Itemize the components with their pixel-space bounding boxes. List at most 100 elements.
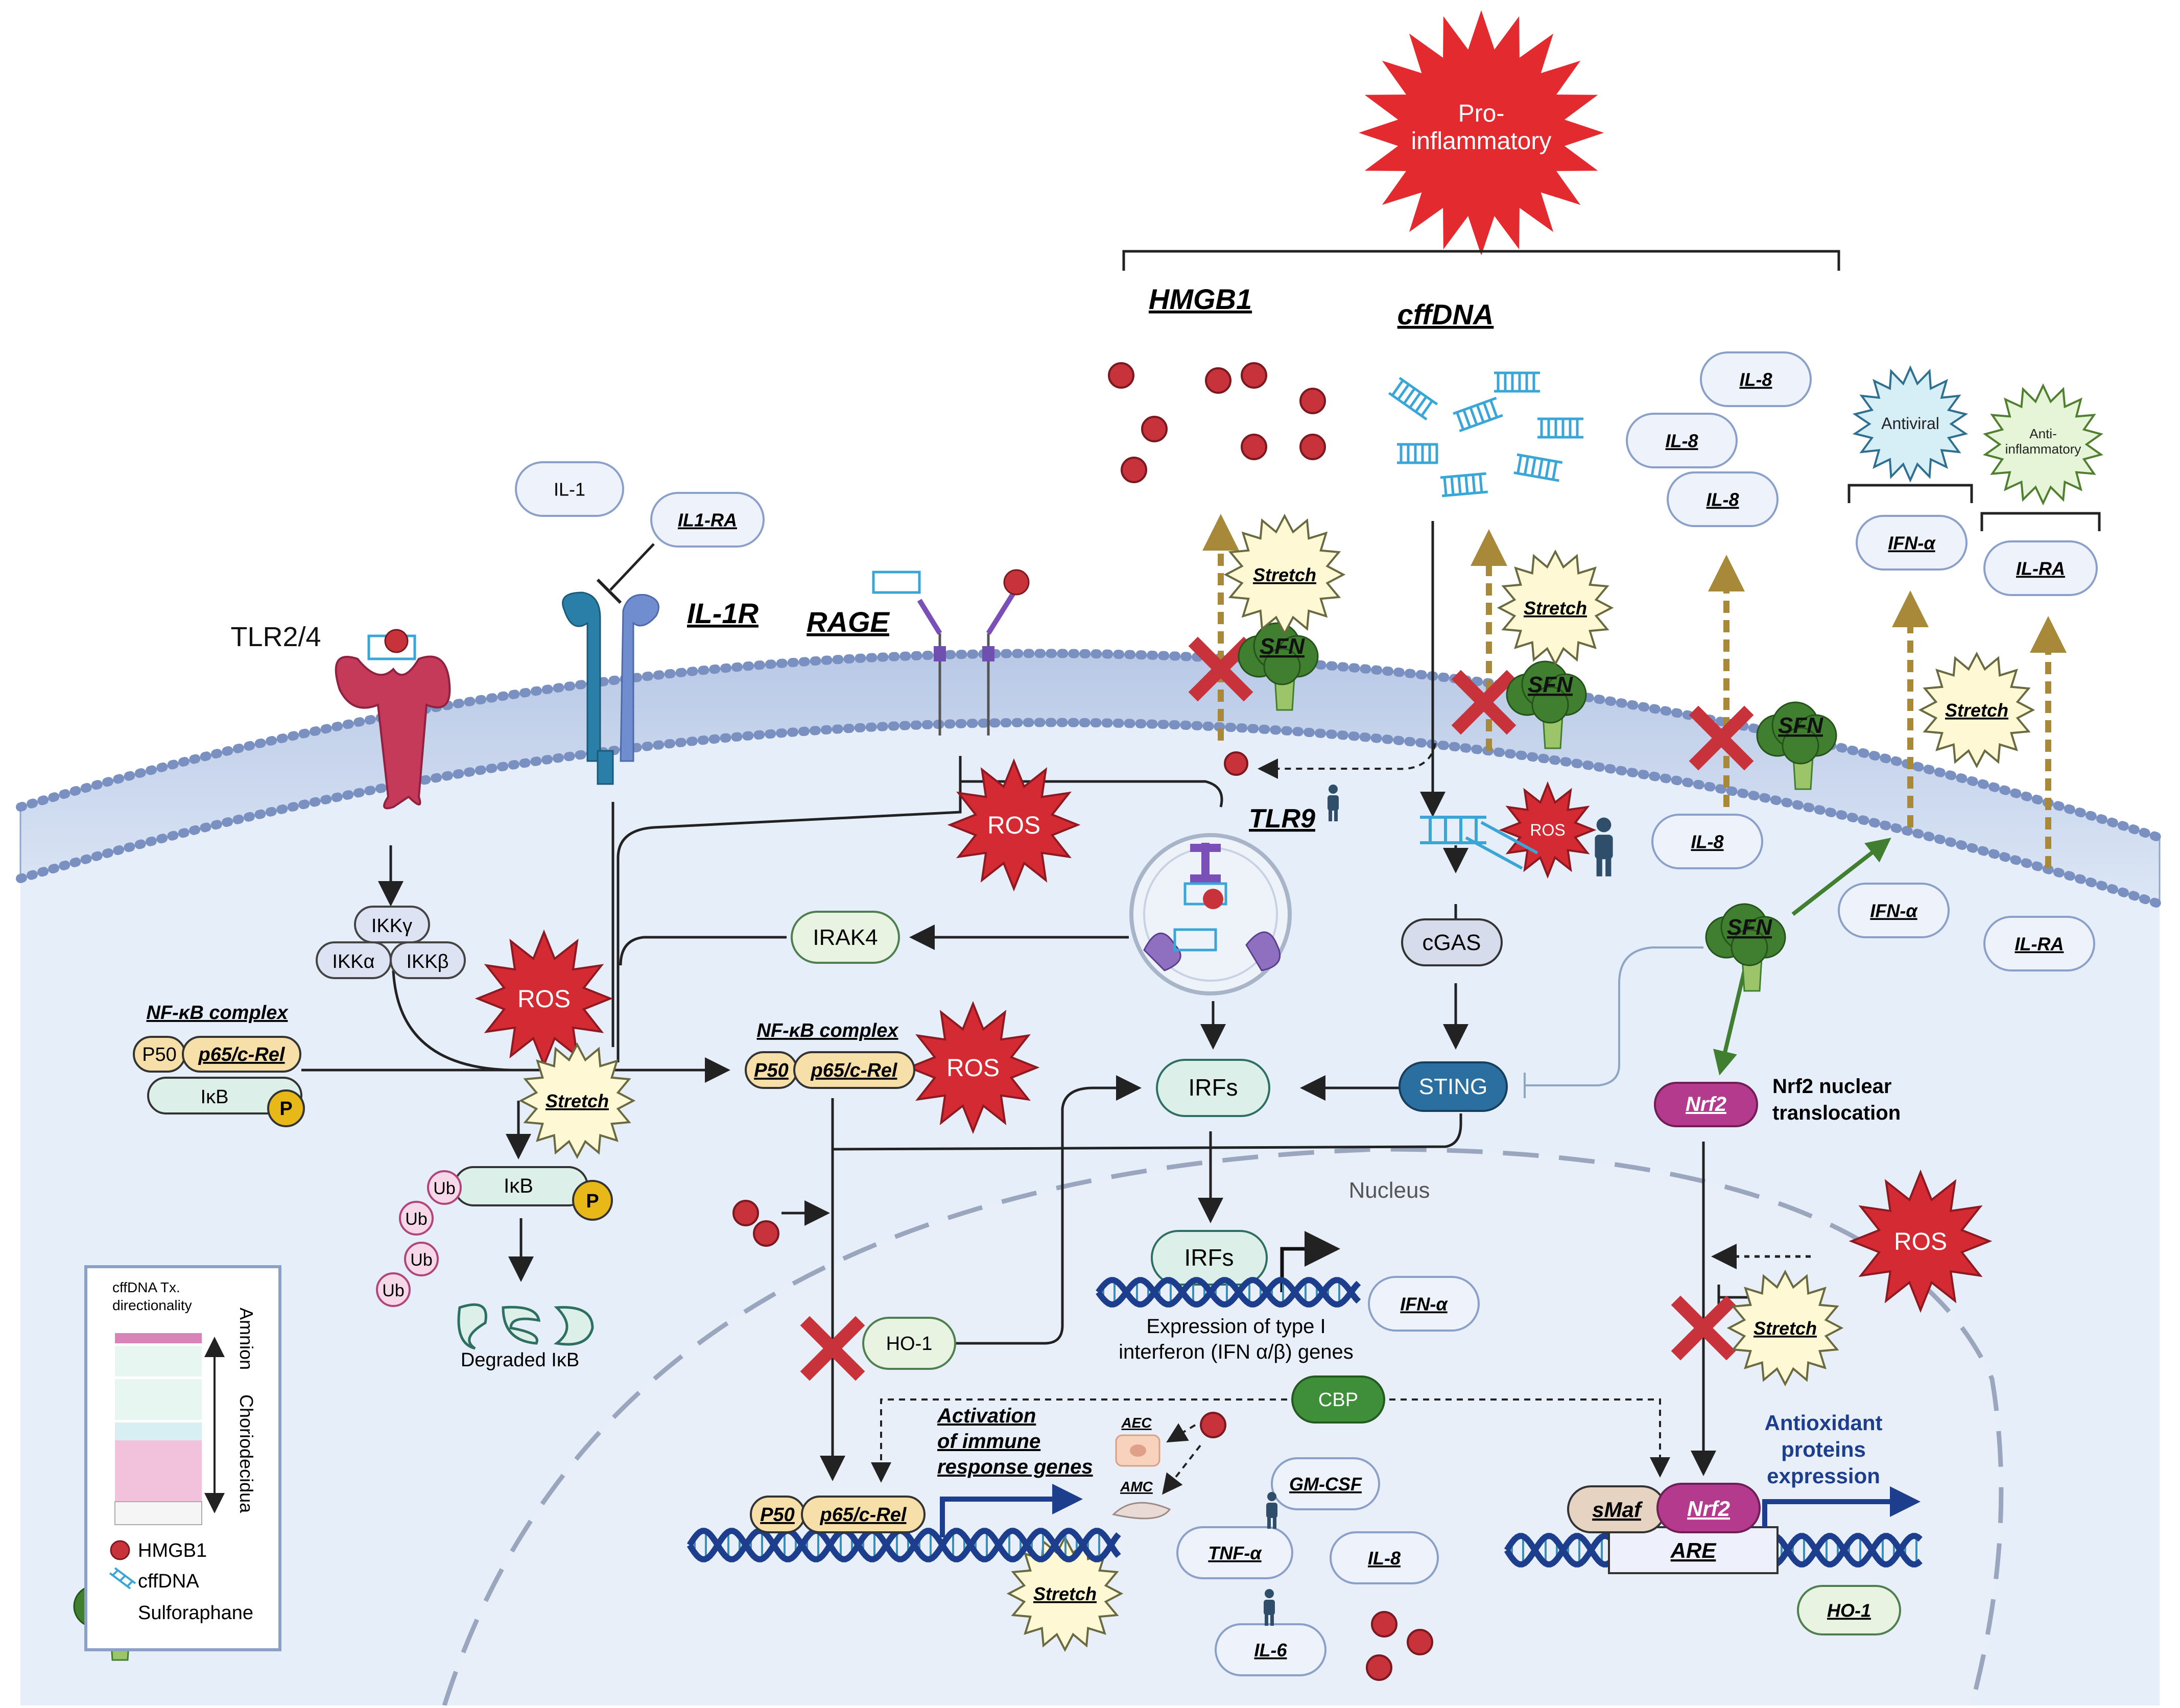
p50-label-left: P50 [142,1044,177,1065]
nfkb-complex-mid [745,1051,915,1089]
cffdna-ladder [1453,396,1503,433]
ifn-a-pill-2: IFN-α [1838,883,1950,938]
hmgb1-dot [1241,362,1267,389]
legend-title-line-1: cffDNA Tx. [112,1279,180,1295]
cbp-label: CBP [1318,1389,1358,1411]
irak4-node [791,911,900,964]
il8-pill-nucleus: IL-8 [1330,1531,1439,1584]
ub-label-4: Ub [382,1281,404,1300]
stretch-burst-1-label: Stretch [1253,564,1316,585]
irfs-cytoplasm-label: IRFs [1188,1074,1238,1101]
sfn-to-membrane-arrow [1791,838,1891,916]
stretch-burst-nucleus-label: Stretch [1754,1318,1817,1339]
hmgb1-particles [1108,362,1326,483]
antioxidant-line-3: expression [1767,1464,1880,1488]
transcription-start-arrow-antioxidant [1762,1486,1921,1527]
irak4-label: IRAK4 [813,925,878,950]
stretch-burst-2: Stretch [1497,549,1614,667]
nrf2-cytoplasm-node [1654,1082,1758,1127]
type1-ifn-line-2: interferon (IFN α/β) genes [1119,1341,1354,1363]
sfn-broccoli-4: SFN [1705,903,1786,992]
hmgb1-dot [1141,416,1168,442]
ikkb-label: IKKβ [406,951,448,972]
activation-line-3: response genes [937,1456,1093,1478]
cffdna-fragments [1388,371,1583,497]
gm-csf-pill: GM-CSF [1271,1457,1380,1510]
transcription-start-arrow-immune [940,1484,1083,1537]
smaf-label: sMaf [1592,1498,1643,1522]
ho1-node [862,1317,956,1370]
type1-ifn-line-1: Expression of type I [1146,1315,1325,1338]
ub-label-3: Ub [410,1250,432,1270]
sfn-broccoli-3: SFN [1756,701,1837,790]
legend-choriodecidua: Choriodecidua [236,1394,257,1513]
cgas-label: cGAS [1423,930,1481,955]
activation-line-2: of immune [937,1430,1040,1453]
antiviral-burst [1852,365,1969,483]
il6-pill-label: IL-6 [1254,1640,1287,1660]
cffdna-ladder [1494,371,1540,393]
anti-inflammatory-label-2: inflammatory [2005,441,2081,457]
ho1-pill-nucleus-label: HO-1 [1827,1600,1871,1621]
antioxidant-line-1: Antioxidant [1765,1411,1883,1435]
person-icon-cgas [1595,817,1613,876]
dashed-connectors [871,743,1670,1495]
nfkb-complex-label-mid: NF-κB complex [757,1020,899,1041]
phospho-label-ub: P [586,1191,599,1212]
cffdna-ladder [1440,472,1488,497]
il1-pill-label: IL-1 [554,479,585,500]
nucleus-label: Nucleus [1349,1178,1430,1203]
nrf2-translocation-line-1: Nrf2 nuclear [1772,1075,1891,1098]
irfs-nucleus-node [1151,1230,1268,1286]
ifn-a-pill-2-label: IFN-α [1870,900,1918,921]
il1ra-pill-label: IL1-RA [678,510,737,531]
cffdna-ladder [1513,453,1563,482]
ikka-label: IKKα [332,951,374,972]
secretion-arrows [1202,514,2067,868]
red-x-mark [1671,1295,1736,1361]
ros-burst-nfkb-label: ROS [946,1055,1000,1082]
sfn-broccoli-2: SFN [1506,660,1587,749]
il-ra-pill-1-label: IL-RA [2016,558,2065,579]
il1ra-inhibit-line [609,543,655,591]
degraded-ikb-label: Degraded IκB [461,1349,579,1371]
membrane-inner-heads [16,718,2164,909]
legend-sulforaphane: Sulforaphane [138,1602,253,1624]
legend-amnion: Amnion [236,1308,257,1370]
il8-pill-1: IL-8 [1700,351,1812,407]
stretch-bursts: StretchStretchStretchStretchStretchStret… [518,513,2035,1652]
sfn-broccoli-4-label: SFN [1727,915,1772,940]
sfn-broccoli-3-label: SFN [1778,713,1823,738]
hmgb1-dot [1299,388,1326,414]
ho1-pill-nucleus: HO-1 [1797,1585,1901,1635]
cffdna-ladder [1537,417,1583,439]
sfn-broccoli-1-label: SFN [1260,634,1305,659]
cffdna-title: cffDNA [1397,298,1494,330]
tnf-a-pill-label: TNF-α [1208,1543,1262,1563]
irfs-nucleus-label: IRFs [1184,1244,1234,1271]
tlr9-endosome [1129,833,1292,995]
il8-pill-2-label: IL-8 [1665,431,1698,452]
hmgb1-intracellular [732,751,1433,1681]
ros-burst-cgas-label: ROS [1530,821,1565,839]
sfn-to-nrf2-arrow [1713,960,1749,1076]
stretch-burst-nucleus: Stretch [1726,1269,1844,1387]
hmgb1-dot [1108,362,1134,389]
dna-helix-ifn [1096,1277,1361,1308]
ros-burst-rage-label: ROS [987,812,1040,839]
ifn-a-pill-1-label: IFN-α [1888,533,1936,554]
pro-inflammatory-label-1: Pro- [1458,100,1505,127]
stretch-burst-3-label: Stretch [1945,700,2008,721]
legend-cffdna: cffDNA [138,1571,199,1592]
ros-burst-rage: ROS [947,758,1081,892]
il8-pill-2: IL-8 [1626,413,1738,468]
stretch-burst-3: Stretch [1918,651,2035,769]
il1ra-inhibit-bar [596,578,622,604]
hmgb1-dot [1205,367,1231,394]
p65-label-mid: p65/c-Rel [811,1060,898,1081]
hmgb1-dot [1299,434,1326,460]
anti-inflammatory-burst [1983,383,2103,506]
tlr24-label: TLR2/4 [230,622,321,652]
il6-pill: IL-6 [1215,1623,1326,1676]
